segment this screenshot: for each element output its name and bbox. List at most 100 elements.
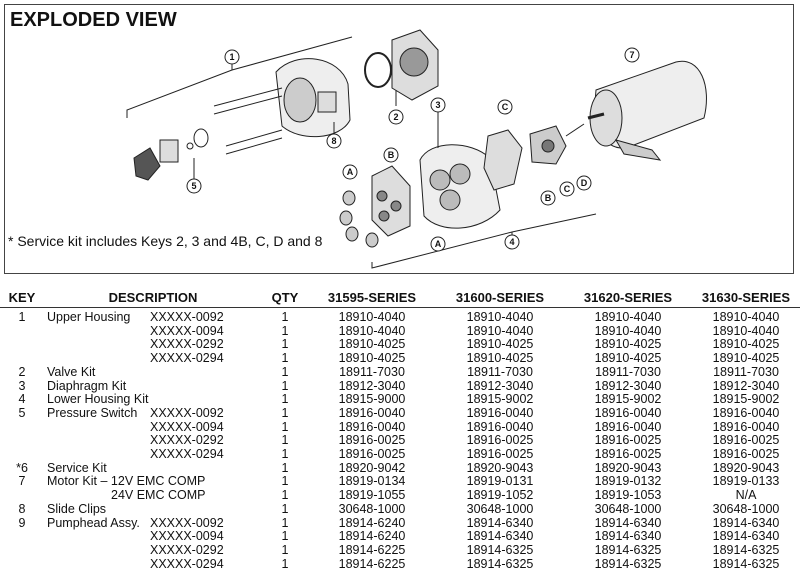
cell-31595-series: 18914-6225	[338, 542, 406, 557]
cam-bearing-part	[483, 123, 585, 191]
cell-31600-series: 18914-6325	[466, 542, 534, 557]
cell-31630-series: 18914-6325	[712, 556, 780, 571]
cell-31600-series: 18916-0040	[466, 419, 534, 434]
cell-key	[0, 558, 44, 572]
cell-31620-series: 18910-4025	[594, 337, 662, 352]
svg-text:C: C	[564, 184, 571, 194]
cell-31600-series: 18910-4025	[466, 337, 534, 352]
cell-qty: 1	[281, 501, 289, 516]
cell-31595-series: 18912-3040	[338, 378, 406, 393]
part-name: Motor Kit – 12V EMC COMP	[47, 474, 206, 489]
diaphragm-part	[371, 165, 411, 237]
part-name: Upper Housing	[47, 310, 131, 324]
cell-31595-series: 18910-4025	[338, 337, 406, 352]
header-31620-series: 31620-SERIES	[583, 289, 673, 305]
cell-31595-series: 18919-0134	[338, 474, 406, 489]
o-ring-part	[364, 52, 392, 88]
part-name: Service Kit	[47, 460, 107, 475]
cell-31620-series: 18915-9002	[594, 392, 662, 407]
part-variant: XXXXX-0294	[150, 351, 224, 366]
exploded-view-drawing: 1 2 3 4 5 7 8 A A B B C C D	[126, 29, 707, 269]
cell-31595-series: 18915-9000	[338, 392, 406, 407]
cell-31630-series: 18919-0133	[712, 474, 780, 489]
cell-description: XXXXX-0094	[44, 530, 262, 544]
cell-qty: 1	[281, 405, 289, 420]
part-variant: XXXXX-0092	[150, 405, 224, 420]
cell-31630-series: 18911-7030	[713, 364, 779, 379]
cell-qty: 1	[281, 419, 289, 434]
pressure-switch-part	[133, 128, 209, 182]
cell-qty: 1	[281, 474, 289, 489]
cell-31600-series: 18914-6340	[466, 515, 534, 530]
cell-31630-series: 18910-4025	[712, 337, 780, 352]
svg-text:5: 5	[191, 181, 196, 191]
cell-31620-series: 18912-3040	[594, 378, 662, 393]
cell-31595-series: 18914-6240	[338, 529, 406, 544]
header-qty: QTY	[271, 289, 299, 305]
cell-qty: 1	[281, 433, 289, 448]
cell-31620-series: 18914-6340	[594, 529, 662, 544]
cell-qty: 1	[281, 460, 289, 475]
table-row: 7 Motor Kit – 12V EMC COMP 1 18919-0134 1891…	[0, 475, 800, 489]
cell-31595-series: 18919-1055	[338, 488, 406, 503]
cell-description: Service Kit	[44, 460, 262, 476]
cell-qty: 1	[281, 378, 289, 393]
cell-key	[0, 448, 44, 462]
cell-31620-series: 18916-0040	[594, 405, 662, 420]
cell-key	[0, 530, 44, 544]
part-variant: XXXXX-0092	[150, 515, 224, 530]
cell-key: 3	[18, 378, 26, 393]
cell-description: XXXXX-0294	[44, 351, 262, 366]
cell-key	[0, 325, 44, 339]
service-kit-note: * Service kit includes Keys 2, 3 and 4B,…	[8, 233, 323, 249]
parts-table: KEY DESCRIPTION QTY 31595-SERIES 31600-S…	[0, 287, 800, 571]
cell-key	[0, 544, 44, 558]
part-name: Pumphead Assy.	[47, 515, 140, 530]
cell-31600-series: 18916-0025	[466, 433, 534, 448]
cell-key: 9	[18, 515, 26, 530]
cell-key: 5	[18, 405, 26, 420]
callout-8: 8	[326, 133, 342, 149]
cell-31620-series: 18914-6325	[594, 542, 662, 557]
cell-31630-series: 30648-1000	[712, 501, 780, 516]
svg-text:4: 4	[509, 237, 514, 247]
cell-qty: 1	[281, 337, 289, 352]
cell-key: 7	[18, 474, 26, 489]
cell-31620-series: 30648-1000	[594, 501, 662, 516]
cell-description: Pumphead Assy. XXXXX-0092	[44, 515, 262, 531]
svg-text:B: B	[388, 150, 395, 160]
header-31600-series: 31600-SERIES	[455, 289, 545, 305]
motor-part	[587, 60, 707, 161]
part-variant: XXXXX-0294	[150, 447, 224, 462]
callout-c-2: C	[559, 181, 575, 197]
svg-text:A: A	[435, 239, 442, 249]
cell-description: XXXXX-0292	[44, 434, 262, 448]
svg-text:7: 7	[629, 50, 634, 60]
header-31595-series: 31595-SERIES	[327, 289, 417, 305]
cell-key	[0, 338, 44, 352]
cell-31620-series: 18919-0132	[594, 474, 662, 489]
callout-b-2: B	[540, 190, 556, 206]
part-variant: XXXXX-0092	[150, 310, 224, 324]
cell-description: 24V EMC COMP	[44, 488, 262, 503]
cell-31630-series: 18914-6340	[712, 529, 780, 544]
svg-text:A: A	[347, 167, 354, 177]
cell-31620-series: 18916-0025	[594, 433, 662, 448]
cell-31600-series: 18915-9002	[466, 392, 534, 407]
cell-31630-series: 18915-9002	[712, 392, 780, 407]
cell-description: XXXXX-0094	[44, 324, 262, 339]
cell-qty: 1	[281, 529, 289, 544]
cell-31620-series: 18914-6340	[594, 515, 662, 530]
cell-31630-series: 18910-4025	[712, 351, 780, 366]
cell-description: Valve Kit	[44, 364, 262, 380]
svg-text:C: C	[502, 102, 509, 112]
lower-housing-part	[419, 112, 501, 229]
part-name: Valve Kit	[47, 364, 96, 379]
cell-description: XXXXX-0294	[44, 447, 262, 462]
